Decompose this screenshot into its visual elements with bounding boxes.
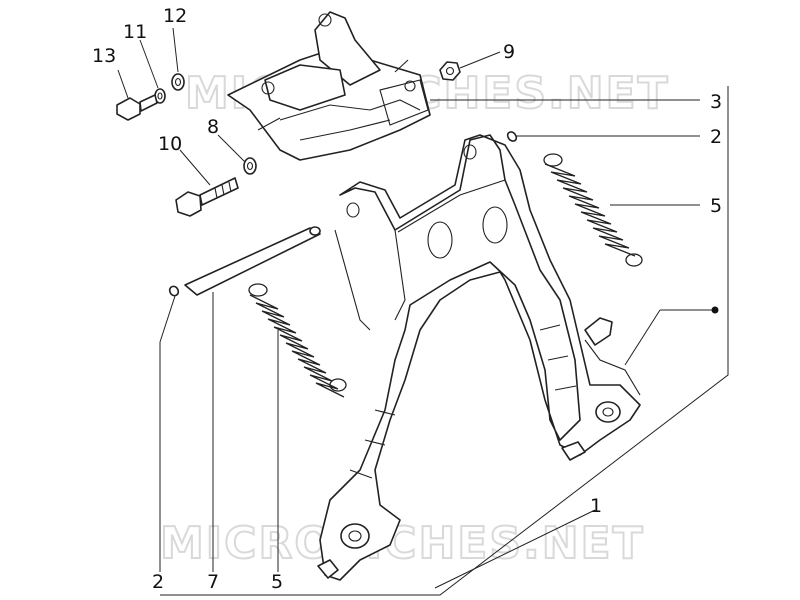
callout-7: 7 bbox=[207, 571, 219, 593]
callout-dot bbox=[711, 306, 719, 314]
callout-8: 8 bbox=[207, 116, 219, 138]
bolt-part-10[interactable] bbox=[175, 177, 239, 217]
callout-5-bottom: 5 bbox=[271, 571, 283, 593]
leader-lines bbox=[117, 27, 719, 572]
callout-9: 9 bbox=[503, 41, 515, 63]
center-stand-part-1[interactable] bbox=[317, 134, 641, 581]
frame-lines bbox=[160, 86, 729, 596]
spring-part-5-left[interactable] bbox=[248, 283, 347, 398]
callout-12: 12 bbox=[163, 5, 187, 27]
pin-part-7[interactable] bbox=[184, 226, 321, 296]
callout-13: 13 bbox=[92, 45, 116, 67]
washer-part-12[interactable] bbox=[171, 73, 185, 91]
callout-5-right: 5 bbox=[710, 195, 722, 217]
callout-2-right: 2 bbox=[710, 126, 722, 148]
clip-part-2-left[interactable] bbox=[168, 285, 180, 297]
callout-11: 11 bbox=[123, 21, 147, 43]
nut-part-9[interactable] bbox=[439, 61, 461, 81]
callout-10: 10 bbox=[158, 133, 182, 155]
callout-1: 1 bbox=[590, 495, 602, 517]
spring-part-5-right[interactable] bbox=[543, 153, 643, 267]
watermark-bottom: MICROFICHES.NET bbox=[160, 518, 645, 569]
bracket-part-3[interactable] bbox=[227, 11, 431, 161]
bolt-part-13[interactable] bbox=[116, 94, 158, 121]
callout-numbers: 13 11 12 9 3 2 5 8 10 1 2 7 5 bbox=[92, 5, 722, 593]
washer-part-8[interactable] bbox=[243, 157, 257, 175]
callout-3: 3 bbox=[710, 91, 722, 113]
callout-2-bottom: 2 bbox=[152, 571, 164, 593]
clip-part-2-right[interactable] bbox=[506, 131, 518, 142]
